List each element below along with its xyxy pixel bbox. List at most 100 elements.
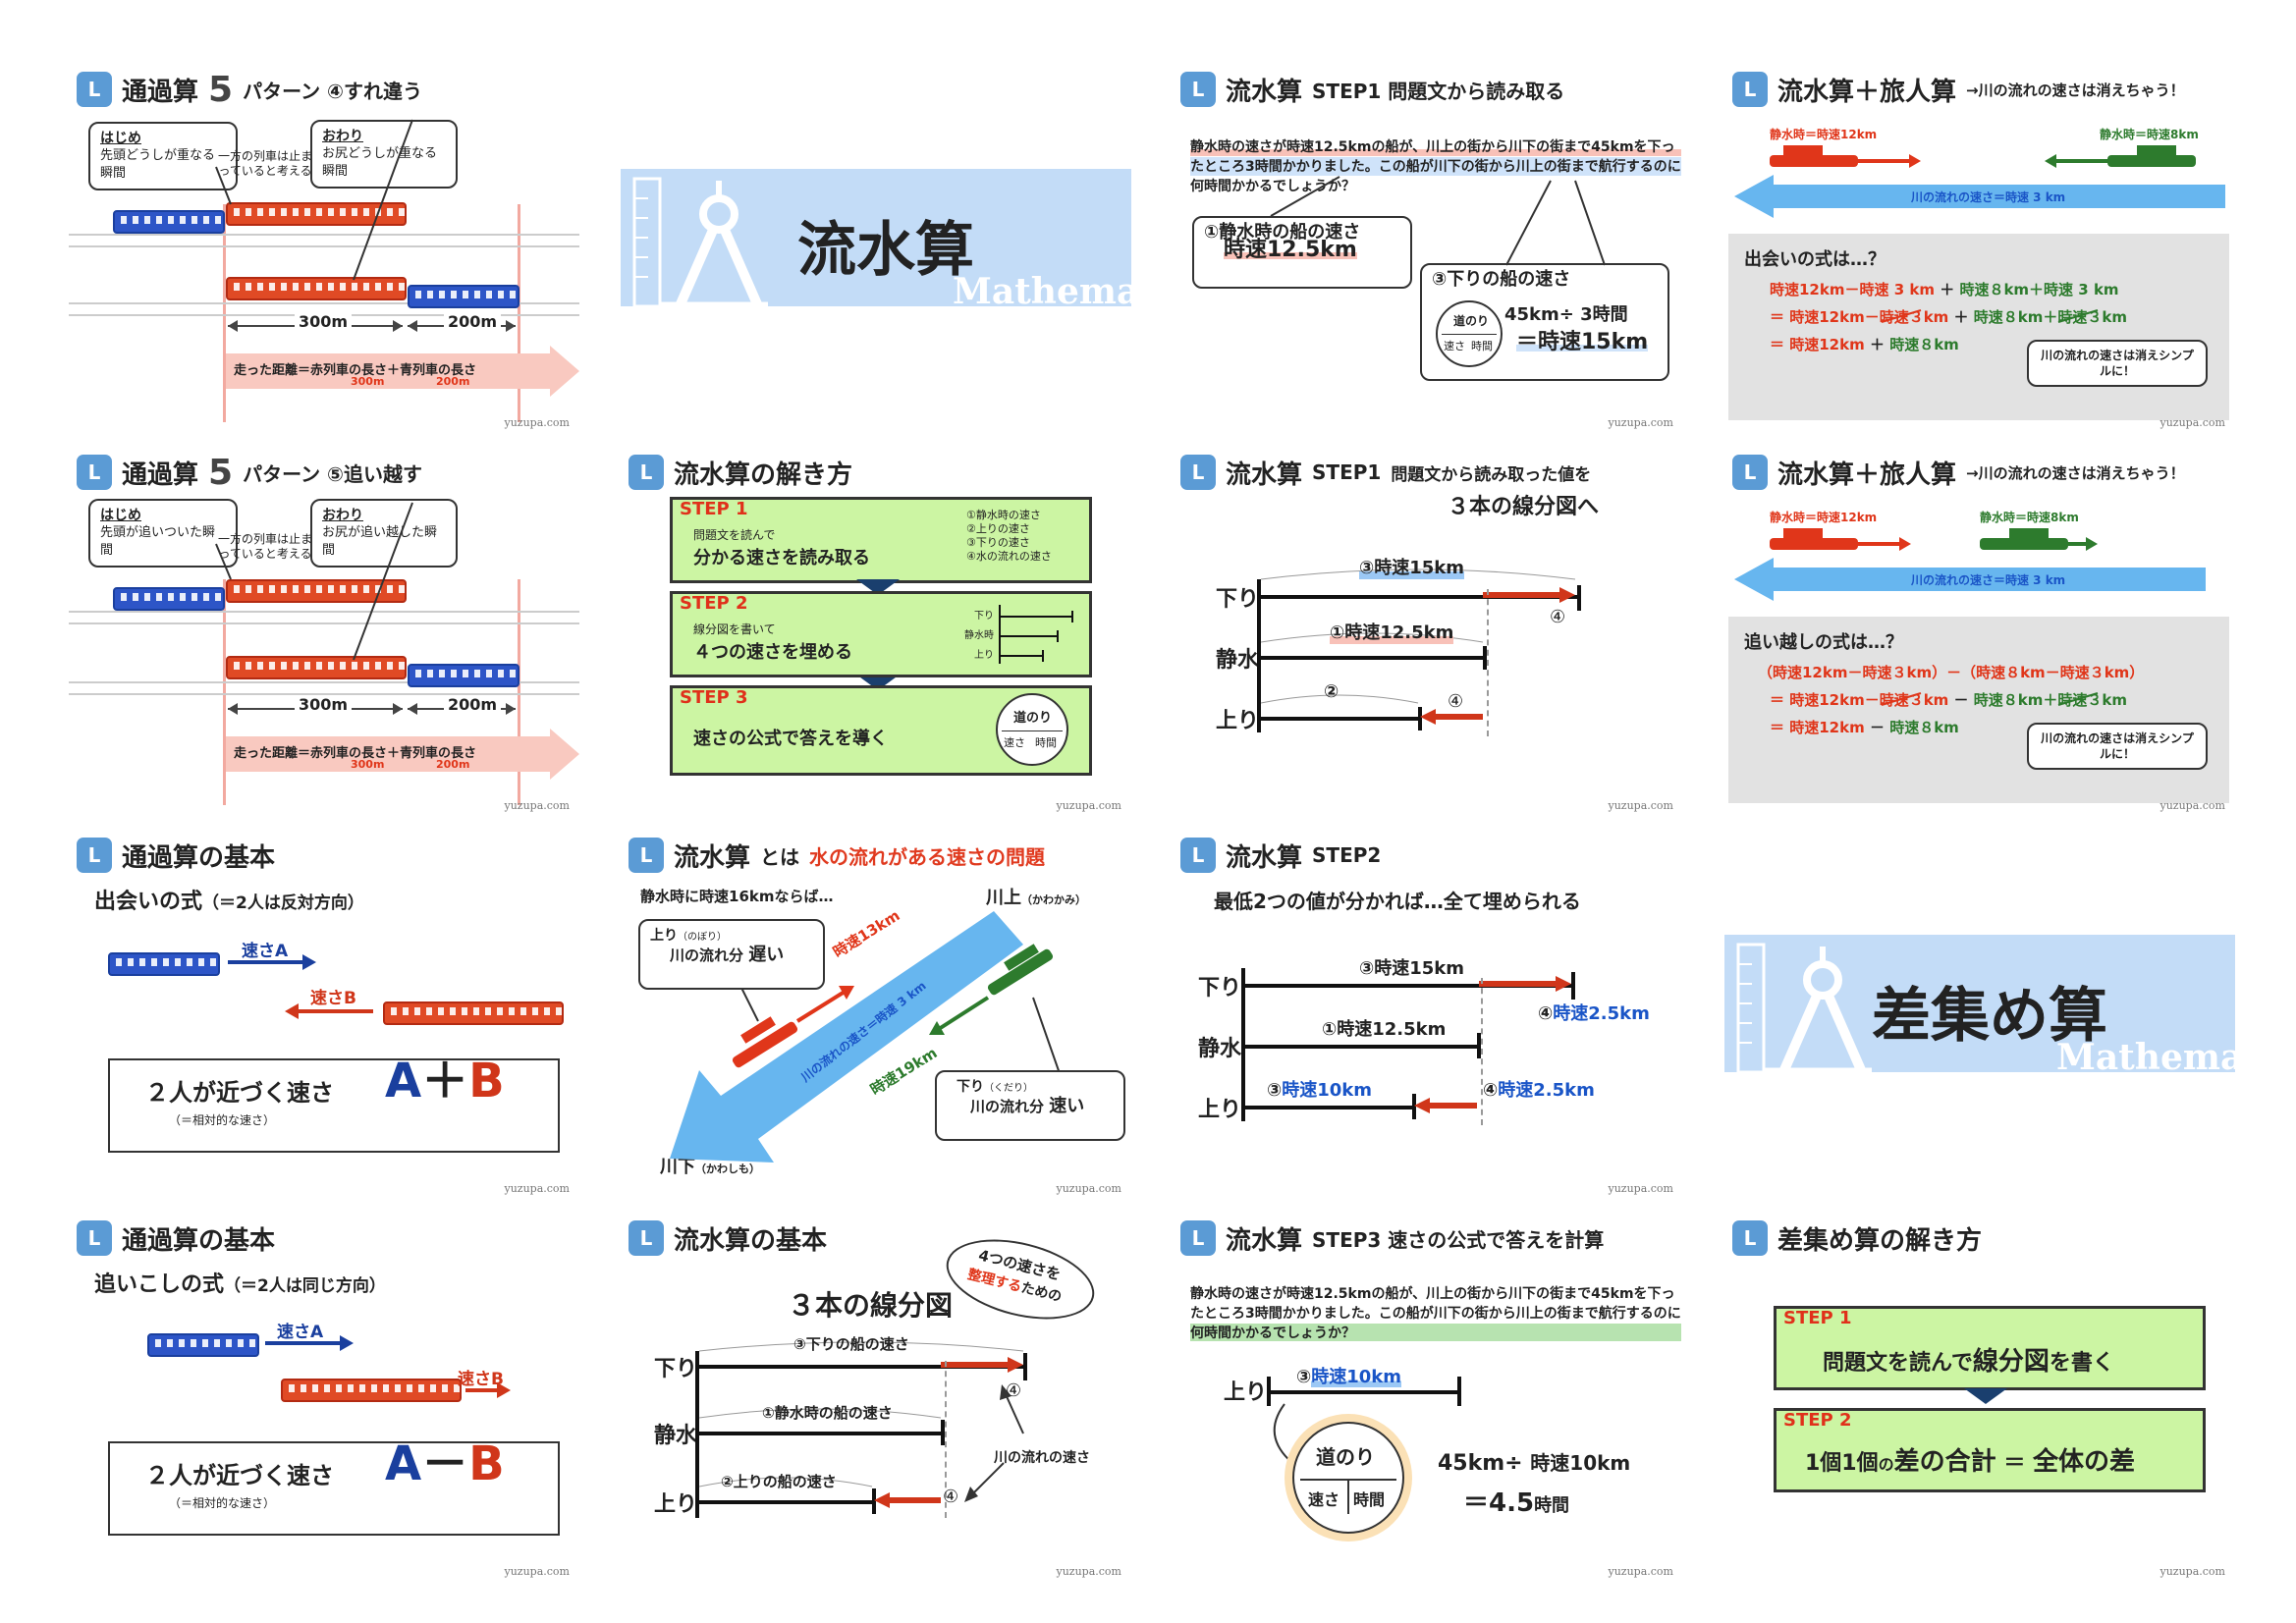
card-cover-sashu[interactable]: 差集め算 Mathemat <box>1715 825 2245 1203</box>
card-passing-basic-pass[interactable]: L 通過算の基本 追いこしの式（＝2人は同じ方向） 速さA 速さB ２人が近づく… <box>59 1208 589 1586</box>
step1-label: STEP 1 <box>680 499 748 519</box>
row-label: 静水時 <box>964 630 994 641</box>
strike-lines <box>1881 309 2099 323</box>
step2-label: STEP 2 <box>680 593 748 614</box>
card-header: L 流水算＋旅人算→川の流れの速さは消えちゃう！ <box>1732 450 2185 495</box>
eq-green-term: 時速８km＋時速 3 km <box>1959 281 2119 298</box>
step1-main: 問題文を読んで線分図を書く <box>1823 1341 2114 1378</box>
sum-line: 走った距離＝赤列車の長さ＋青列車の長さ <box>234 359 476 378</box>
eq-red-term: ＝ 時速12km <box>1770 336 1865 353</box>
sum-b: 青列車の長さ <box>400 746 477 761</box>
downstream-kana: （くだり） <box>984 1083 1033 1094</box>
blue-train <box>108 952 220 976</box>
label-flow-down: ④ <box>1006 1380 1022 1401</box>
row-label-up: 上り <box>654 1492 698 1517</box>
circle-time: 時間 <box>1353 1490 1386 1509</box>
card-passing-basic-meet[interactable]: L 通過算の基本 出会いの式（＝2人は反対方向） 速さA 速さB ２人が近づく速… <box>59 825 589 1203</box>
step1-small: 問題文を読んで <box>693 528 776 542</box>
circle-distance: 道のり <box>1013 711 1053 726</box>
distance-2: 200m <box>444 312 502 331</box>
card-ryusui-tabibito-pass[interactable]: L 流水算＋旅人算→川の流れの速さは消えちゃう！ 静水時＝時速12km 静水時＝… <box>1715 442 2245 820</box>
callout-result: 速い <box>1049 1096 1085 1116</box>
distance-1: 300m <box>295 695 353 714</box>
footer: yuzupa.com <box>2159 1565 2226 1578</box>
equation-line-1: （時速12km－時速３km）－（時速８km－時速３km） <box>1758 664 2145 681</box>
logo-icon: L <box>1732 72 1768 107</box>
upstream-word: 上り <box>650 928 678 944</box>
speed-a-label: 速さA <box>277 1323 324 1342</box>
subtitle-note: （＝2人は同じ方向） <box>224 1276 386 1296</box>
label-value: 時速10km <box>1311 1367 1402 1387</box>
circle-divider <box>1442 334 1497 335</box>
card-ryusui-tabibito-meet[interactable]: L 流水算＋旅人算→川の流れの速さは消えちゃう！ 静水時＝時速12km 静水時＝… <box>1715 59 2245 437</box>
card-ryusui-howto[interactable]: L 流水算の解き方 STEP 1 問題文を読んで 分かる速さを読み取る ①静水時… <box>611 442 1141 820</box>
title: 通過算 <box>122 77 199 107</box>
footer: yuzupa.com <box>504 416 571 429</box>
row-label-down: 下り <box>654 1357 698 1381</box>
distance-2: 200m <box>444 695 502 714</box>
title-suffix: パターン ⑤追い越す <box>243 461 422 486</box>
guide-dash <box>1487 589 1489 736</box>
down-tick <box>1023 1353 1027 1380</box>
card-cover-ryusui[interactable]: 流水算 Mathemat <box>611 59 1141 437</box>
step2-text-b: の <box>1878 1455 1894 1474</box>
eq-op: － <box>1953 691 1969 709</box>
label-still-water: ①時速12.5km <box>1322 1019 1447 1040</box>
callout-line-1: 下り（くだり） <box>957 1078 1114 1098</box>
title-step: STEP2 <box>1312 843 1382 867</box>
row-label-still: 静水 <box>1198 1037 1242 1061</box>
logo-icon: L <box>1732 455 1768 490</box>
subtitle: 出会いの式（＝2人は反対方向） <box>94 884 364 915</box>
track <box>69 622 579 624</box>
label-upstream: ③時速10km <box>1267 1076 1372 1102</box>
eq-red-term: ＝ 時速12km－時速３km <box>1770 691 1949 709</box>
start-body: 先頭どうしが重なる瞬間 <box>100 148 216 181</box>
river-speed-label: 川の流れの速さ＝時速 3 km <box>1911 190 2066 204</box>
label-flow-up: ④ <box>943 1487 959 1507</box>
speed-b-label: 速さB <box>310 989 356 1008</box>
red-train <box>383 1001 564 1025</box>
step-connectors <box>856 579 900 690</box>
sum-plus: ＋ <box>387 363 401 378</box>
result-unit: 時間 <box>1534 1495 1570 1516</box>
step2-text-c: 差の合計 <box>1893 1447 1996 1477</box>
formula-box: ２人が近づく速さ （＝相対的な速さ） A－B <box>108 1440 560 1536</box>
label-value: 時速10km <box>1282 1080 1373 1101</box>
label-num: ③ <box>1267 1080 1283 1101</box>
river-diagram <box>670 911 1064 1163</box>
footer: yuzupa.com <box>1608 799 1674 812</box>
cover-title: 差集め算 <box>1872 982 2107 1051</box>
step1-list: ①静水時の速さ ②上りの速さ ③下りの速さ ④水の流れの速さ <box>966 509 1052 564</box>
up-tick <box>872 1488 876 1514</box>
eq-green-term: 時速８km <box>1889 336 1959 353</box>
title: 流水算＋旅人算 <box>1777 460 1957 490</box>
green-boat-label: 静水時＝時速8km <box>2100 128 2199 141</box>
sum-a-value: 300m <box>351 375 385 388</box>
flow-segment-down <box>941 1362 1010 1368</box>
footer: yuzupa.com <box>1056 1565 1122 1578</box>
calc-speed: 時速10km <box>1530 1451 1631 1475</box>
card-sashu-howto[interactable]: L 差集め算の解き方 STEP 1 問題文を読んで線分図を書く STEP 2 1… <box>1715 1208 2245 1586</box>
list-item: ④水の流れの速さ <box>966 550 1052 563</box>
formula-op: － <box>421 1436 469 1491</box>
step1-text-a: 問題文を読んで <box>1823 1351 1973 1376</box>
callout-calc: 45km÷ 3時間 <box>1504 304 1628 325</box>
strike-lines <box>1881 692 2099 706</box>
simplify-bubble: 川の流れの速さは消えシンプルに！ <box>2027 723 2208 770</box>
still-tick <box>1477 1033 1481 1058</box>
upstream-kana: （のぼり） <box>678 932 727 943</box>
label-upstream: ② <box>1324 681 1339 702</box>
row-label: 上り <box>974 650 994 661</box>
label-flow-up: ④ <box>1448 691 1464 712</box>
footer: yuzupa.com <box>1608 1565 1674 1578</box>
card-ryusui-basic[interactable]: L 流水算の基本 ３本の線分図 4つの速さを 整理するための 下り 静水 上り … <box>611 1208 1141 1586</box>
callout-line-2: 川の流れ分 遅い <box>670 947 813 965</box>
card-ryusui-what[interactable]: L 流水算とは水の流れがある速さの問題 静水時に時速16kmならば… 川上（かわ… <box>611 825 1141 1203</box>
